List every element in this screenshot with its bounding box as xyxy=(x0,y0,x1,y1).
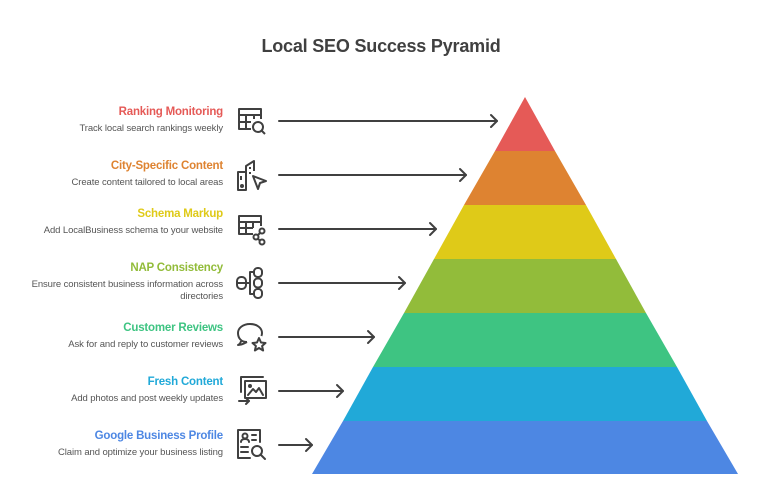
database-tree-icon xyxy=(236,267,263,299)
level-description: Claim and optimize your business listing xyxy=(58,447,223,458)
pyramid-level-1 xyxy=(495,97,555,151)
level-title: Ranking Monitoring xyxy=(118,106,224,118)
arrow-6 xyxy=(278,384,344,398)
level-ranking-monitoring: Ranking Monitoring Track local search ra… xyxy=(13,105,223,135)
level-customer-reviews: Customer Reviews Ask for and reply to cu… xyxy=(13,321,223,351)
pyramid-level-3 xyxy=(434,205,616,259)
arrow-3 xyxy=(278,222,437,236)
arrow-7 xyxy=(278,438,313,452)
city-cursor-icon xyxy=(237,160,267,191)
level-city-specific-content: City-Specific Content Create content tai… xyxy=(13,159,224,189)
level-description: Create content tailored to local areas xyxy=(71,177,224,188)
pyramid-level-2 xyxy=(464,151,586,205)
level-description: Add photos and post weekly updates xyxy=(71,393,223,404)
level-description: Track local search rankings weekly xyxy=(79,123,223,134)
level-google-business-profile: Google Business Profile Claim and optimi… xyxy=(13,429,223,459)
level-title: Schema Markup xyxy=(137,208,223,220)
pyramid-level-5 xyxy=(373,313,677,367)
pyramid-level-7 xyxy=(312,421,738,474)
level-description: Ensure consistent business information a… xyxy=(31,279,224,302)
arrow-5 xyxy=(278,330,375,344)
level-nap-consistency: NAP Consistency Ensure consistent busine… xyxy=(13,261,224,303)
level-title: Customer Reviews xyxy=(123,322,223,334)
level-schema-markup: Schema Markup Add LocalBusiness schema t… xyxy=(13,207,223,237)
level-fresh-content: Fresh Content Add photos and post weekly… xyxy=(13,375,223,405)
diagram-title: Local SEO Success Pyramid xyxy=(261,36,501,56)
pyramid-level-6 xyxy=(343,367,707,421)
level-description: Add LocalBusiness schema to your website xyxy=(43,225,223,236)
image-upload-icon xyxy=(238,376,267,405)
chat-star-icon xyxy=(237,323,267,352)
level-description: Ask for and reply to customer reviews xyxy=(68,339,223,350)
level-title: NAP Consistency xyxy=(130,262,223,274)
pyramid-level-4 xyxy=(404,259,646,313)
level-title: City-Specific Content xyxy=(110,160,223,172)
arrow-4 xyxy=(278,276,406,290)
arrow-1 xyxy=(278,114,498,128)
level-title: Google Business Profile xyxy=(94,430,224,442)
table-share-icon xyxy=(238,215,266,246)
arrow-2 xyxy=(278,168,467,182)
profile-search-icon xyxy=(237,429,266,460)
table-search-icon xyxy=(238,108,266,135)
level-title: Fresh Content xyxy=(147,376,224,388)
